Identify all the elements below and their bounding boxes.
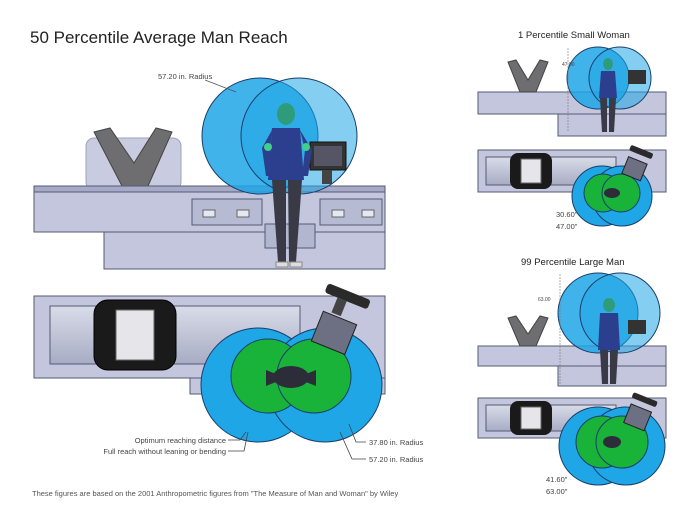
optimum-radius-label: 37.80 in. Radius — [369, 438, 423, 447]
large-man-dim-1: 41.60" — [546, 475, 568, 484]
large-man-height: 63.00 — [538, 297, 551, 303]
large-man-dim-2: 63.00" — [546, 487, 568, 496]
main-elevation-view: 57.20 in. Radius — [33, 72, 386, 270]
small-woman-height: 47.00 — [562, 62, 575, 68]
large-man-elevation: 63.00 — [477, 272, 667, 387]
head — [277, 103, 295, 125]
full-reach-label: Full reach without leaning or bending — [103, 447, 226, 456]
small-woman-dim-2: 47.00" — [556, 222, 578, 231]
small-woman-elevation: 47.00 — [477, 46, 667, 137]
large-man-title: 99 Percentile Large Man — [521, 257, 625, 268]
full-radius-label: 57.20 in. Radius — [369, 455, 423, 464]
counter-base — [103, 231, 386, 270]
average-man-figure — [262, 103, 312, 268]
main-plan-view: Optimum reaching distance Full reach wit… — [33, 283, 423, 464]
page-title: 50 Percentile Average Man Reach — [30, 28, 288, 47]
small-woman-title: 1 Percentile Small Woman — [518, 30, 630, 41]
drawer-left — [191, 198, 263, 226]
source-note: These figures are based on the 2001 Anth… — [32, 489, 399, 498]
side-radius-label: 57.20 in. Radius — [158, 72, 212, 81]
optimum-label: Optimum reaching distance — [135, 436, 226, 445]
small-woman-plan: 30.60" 47.00" — [477, 145, 667, 231]
monitor-plan — [310, 283, 370, 356]
operator-top-view — [273, 366, 309, 388]
large-man-plan: 41.60" 63.00" — [477, 392, 667, 496]
small-woman-dim-1: 30.60" — [556, 210, 578, 219]
